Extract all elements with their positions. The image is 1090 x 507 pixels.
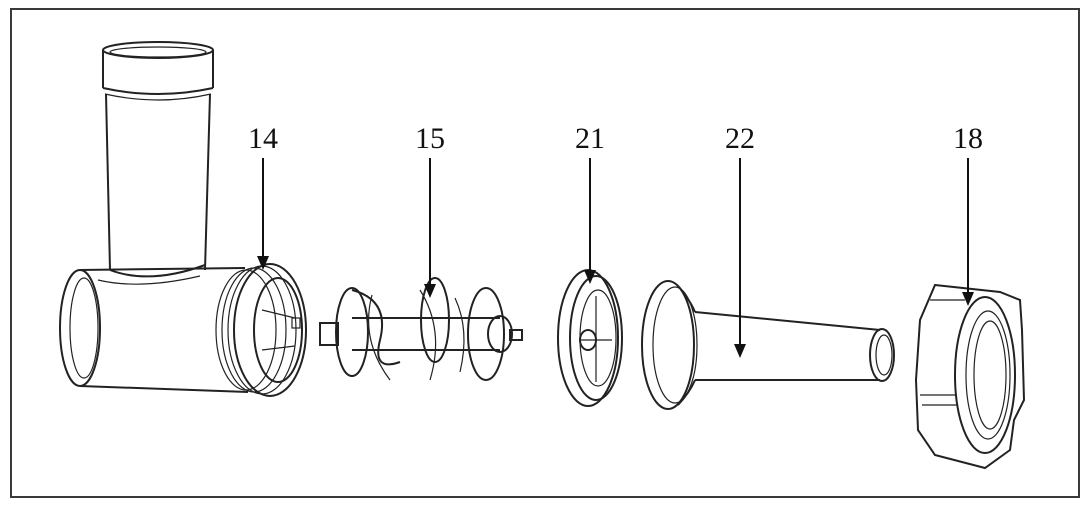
callout-14: 14: [248, 122, 278, 270]
callout-label-18: 18: [953, 122, 983, 155]
callout-15: 15: [415, 122, 445, 298]
grinder-housing-icon: [59, 41, 307, 397]
sausage-stuffing-tube-icon: [641, 280, 895, 410]
callout-label-21: 21: [575, 122, 605, 155]
callout-21: 21: [575, 122, 605, 284]
callout-label-14: 14: [248, 122, 278, 155]
ring-nut-icon: [914, 283, 1026, 470]
callout-22: 22: [725, 122, 755, 358]
callout-label-15: 15: [415, 122, 445, 155]
callout-18: 18: [953, 122, 983, 306]
callout-label-22: 22: [725, 122, 755, 155]
sausage-plate-icon: [557, 269, 623, 407]
diagram-frame: [10, 8, 1080, 498]
feed-screw-auger-icon: [319, 277, 523, 381]
